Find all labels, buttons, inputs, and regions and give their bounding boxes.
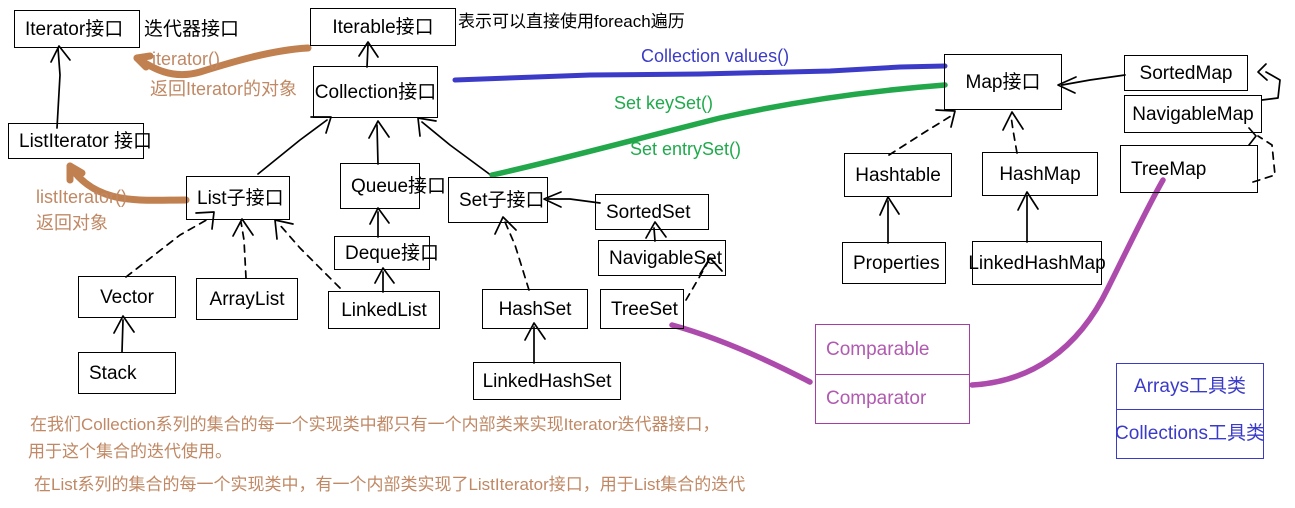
note-line-2: 用于这个集合的迭代使用。 xyxy=(28,442,232,461)
annotation-foreach-note: 表示可以直接使用foreach遍历 xyxy=(458,12,685,31)
box-hashtable-label: Hashtable xyxy=(855,164,941,186)
box-arrays-util-label: Arrays工具类 xyxy=(1134,376,1246,397)
box-linkedhashset-label: LinkedHashSet xyxy=(482,370,612,392)
box-linkedhashmap[interactable]: LinkedHashMap xyxy=(968,241,1106,285)
box-set-sub-label: Set子接口 xyxy=(459,189,545,211)
box-iterable[interactable]: Iterable接口 xyxy=(310,8,456,46)
comparable-comparator-divider xyxy=(815,374,970,375)
box-queue[interactable]: Queue接口 xyxy=(340,163,446,209)
box-properties-label: Properties xyxy=(853,252,940,274)
box-vector-label: Vector xyxy=(100,286,154,308)
box-deque-label: Deque接口 xyxy=(345,242,439,264)
box-sortedset-label: SortedSet xyxy=(606,201,691,223)
box-sortedset[interactable]: SortedSet xyxy=(595,194,709,230)
box-arraylist[interactable]: ArrayList xyxy=(196,278,298,320)
box-treemap-label: TreeMap xyxy=(1131,158,1207,180)
box-collection-label: Collection接口 xyxy=(314,81,437,103)
box-vector[interactable]: Vector xyxy=(78,276,176,318)
box-collections-util-label: Collections工具类 xyxy=(1115,423,1265,444)
box-arrays-util[interactable]: Arrays工具类 xyxy=(1116,363,1264,409)
box-deque[interactable]: Deque接口 xyxy=(334,236,439,270)
iterator-overflow-label: 迭代器接口 xyxy=(144,19,240,40)
box-properties[interactable]: Properties xyxy=(842,242,946,284)
box-navigableset[interactable]: NavigableSet xyxy=(598,240,726,276)
box-hashtable[interactable]: Hashtable xyxy=(844,153,952,197)
box-navigablemap-label: NavigableMap xyxy=(1132,103,1254,125)
box-map[interactable]: Map接口 xyxy=(944,54,1062,110)
box-list-sub-label: List子接口 xyxy=(197,187,284,209)
box-list-sub[interactable]: List子接口 xyxy=(186,176,290,220)
annotation-listiterator-returns: 返回对象 xyxy=(36,213,108,233)
box-treeset-label: TreeSet xyxy=(611,298,678,320)
box-linkedhashset[interactable]: LinkedHashSet xyxy=(473,362,621,400)
box-linkedlist[interactable]: LinkedList xyxy=(328,291,440,329)
box-set-sub[interactable]: Set子接口 xyxy=(448,177,548,223)
note-line-3: 在List系列的集合的每一个实现类中，有一个内部类实现了ListIterator… xyxy=(34,475,746,494)
box-treemap[interactable]: TreeMap xyxy=(1120,145,1258,193)
box-comparator[interactable]: Comparator xyxy=(815,374,970,424)
box-comparable-label: Comparable xyxy=(826,339,930,360)
box-iterator-label: Iterator接口 xyxy=(25,18,124,40)
annotation-collection-values: Collection values() xyxy=(641,46,790,66)
box-sortedmap-label: SortedMap xyxy=(1139,62,1233,84)
annotation-listiterator-method: listIterator() xyxy=(36,187,128,207)
box-queue-label: Queue接口 xyxy=(351,175,447,197)
box-hashmap[interactable]: HashMap xyxy=(982,152,1098,196)
box-hashset-label: HashSet xyxy=(498,298,572,320)
box-stack-label: Stack xyxy=(89,362,137,384)
box-treeset[interactable]: TreeSet xyxy=(600,289,684,329)
box-comparator-label: Comparator xyxy=(826,388,927,409)
box-collection[interactable]: Collection接口 xyxy=(313,66,438,118)
box-iterator[interactable]: Iterator接口 xyxy=(14,10,140,48)
box-listiterator[interactable]: ListIterator 接口 xyxy=(8,123,152,159)
box-navigableset-label: NavigableSet xyxy=(609,247,723,269)
box-collections-util[interactable]: Collections工具类 xyxy=(1115,409,1265,459)
box-arraylist-label: ArrayList xyxy=(209,288,285,310)
box-navigablemap[interactable]: NavigableMap xyxy=(1124,95,1262,133)
annotation-set-keyset: Set keySet() xyxy=(614,93,714,113)
box-sortedmap[interactable]: SortedMap xyxy=(1124,55,1248,91)
box-stack[interactable]: Stack xyxy=(78,352,176,394)
box-map-label: Map接口 xyxy=(965,71,1041,93)
box-comparable[interactable]: Comparable xyxy=(815,324,970,374)
annotation-set-entryset: Set entrySet() xyxy=(630,139,742,159)
box-listiterator-label: ListIterator 接口 xyxy=(19,130,153,152)
annotation-iterator-returns: 返回Iterator的对象 xyxy=(150,79,298,99)
annotation-iterator-method: iterator() xyxy=(152,49,221,69)
box-iterable-label: Iterable接口 xyxy=(332,16,434,38)
note-line-1: 在我们Collection系列的集合的每一个实现类中都只有一个内部类来实现Ite… xyxy=(30,415,720,434)
box-linkedlist-label: LinkedList xyxy=(341,299,427,321)
box-hashmap-label: HashMap xyxy=(999,163,1081,185)
box-linkedhashmap-label: LinkedHashMap xyxy=(968,252,1106,274)
arrays-collections-divider xyxy=(1116,409,1264,410)
box-hashset[interactable]: HashSet xyxy=(482,289,588,329)
